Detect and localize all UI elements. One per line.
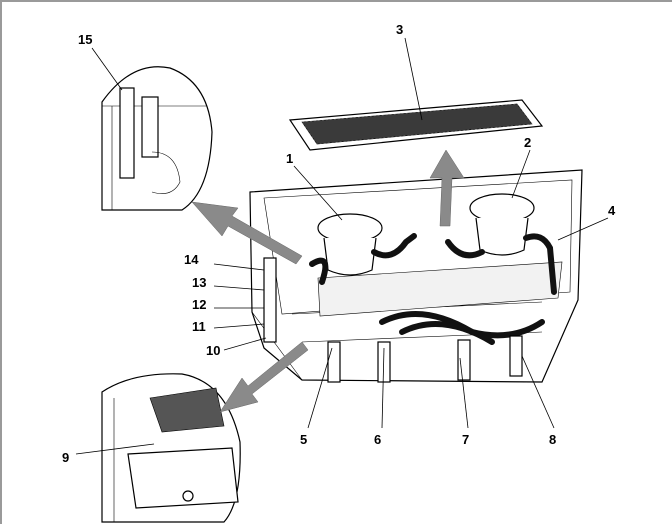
callout-3: 3 bbox=[396, 22, 403, 37]
arrow-to-detail-9 bbox=[219, 341, 309, 413]
callout-1: 1 bbox=[286, 151, 293, 166]
filter-grille bbox=[288, 99, 544, 151]
callout-4: 4 bbox=[608, 203, 616, 218]
callout-7: 7 bbox=[462, 432, 469, 447]
callout-11: 11 bbox=[192, 319, 206, 334]
callout-15: 15 bbox=[78, 32, 92, 47]
callout-2: 2 bbox=[524, 135, 531, 150]
detail-view-9 bbox=[101, 373, 241, 523]
callout-10: 10 bbox=[206, 343, 220, 358]
arrow-to-grille bbox=[429, 149, 465, 227]
detail-view-15 bbox=[101, 66, 213, 211]
callout-6: 6 bbox=[374, 432, 381, 447]
callout-12: 12 bbox=[192, 297, 206, 312]
hood-housing bbox=[249, 169, 583, 383]
blower-right bbox=[469, 193, 535, 223]
leader-lines bbox=[75, 37, 609, 455]
callout-9: 9 bbox=[62, 450, 69, 465]
blower-left bbox=[317, 213, 383, 243]
callout-5: 5 bbox=[300, 432, 307, 447]
arrow-to-detail-15 bbox=[191, 201, 303, 265]
callout-8: 8 bbox=[549, 432, 556, 447]
callout-labels: 15 3 2 1 4 14 13 12 11 10 5 6 7 8 9 bbox=[62, 22, 616, 465]
callout-13: 13 bbox=[192, 275, 206, 290]
callout-14: 14 bbox=[184, 252, 199, 267]
